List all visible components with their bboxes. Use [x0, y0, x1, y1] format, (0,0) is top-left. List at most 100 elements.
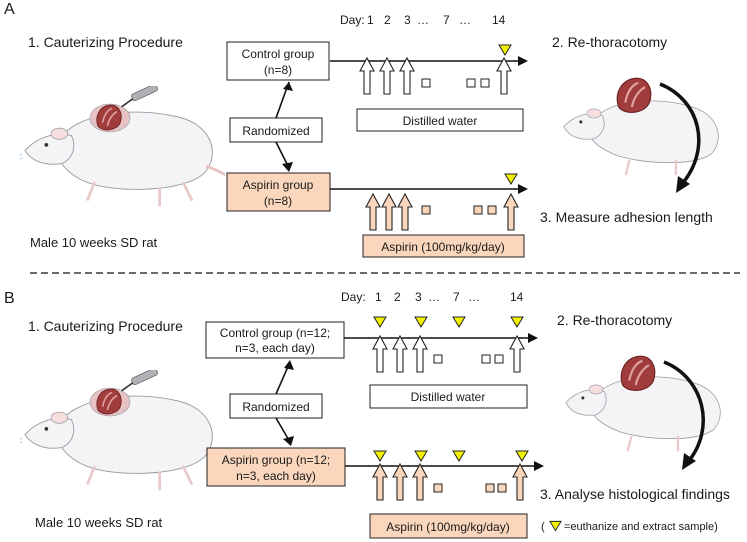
- treatment-arrow: [372, 463, 388, 501]
- treatment-day-square: [485, 483, 495, 493]
- euthanize-marker: [452, 316, 466, 328]
- step2-label-b: 2. Re-thoracotomy: [557, 312, 672, 328]
- rat-illustration-a: [20, 86, 225, 208]
- treatment-arrow: [392, 335, 408, 373]
- euthanize-marker: [498, 44, 512, 56]
- treatment-arrow: [503, 193, 519, 231]
- day-7-a: 7: [443, 13, 450, 27]
- day-dots-2-b: …: [468, 290, 480, 304]
- panel-letter-b: B: [4, 290, 15, 307]
- randomized-label-a: Randomized: [242, 124, 309, 138]
- aspirin-group-n-a: (n=8): [264, 194, 292, 208]
- control-group-n-b: n=3, each day): [235, 341, 315, 355]
- day-1-a: 1: [367, 13, 374, 27]
- day-14-b: 14: [510, 290, 524, 304]
- aspirin-group-n-b: n=3, each day): [236, 469, 316, 483]
- control-group-box-a: Control group (n=8): [226, 41, 330, 81]
- arrow-to-control-head-b: [284, 360, 294, 370]
- treatment-day-square: [421, 205, 431, 215]
- arrow-to-aspirin-head-b: [283, 436, 294, 446]
- euthanize-marker: [414, 450, 428, 462]
- day-1-b: 1: [375, 290, 382, 304]
- aspirin-timeline-b: [345, 450, 544, 501]
- euthanize-marker: [373, 316, 387, 328]
- treatment-arrow: [512, 463, 528, 501]
- treatment-day-square: [481, 354, 491, 364]
- day-2-a: 2: [384, 13, 391, 27]
- treatment-day-square: [466, 78, 476, 88]
- treatment-arrow: [412, 463, 428, 501]
- rethoracotomy-rat-b: [564, 354, 722, 470]
- day-2-b: 2: [394, 290, 401, 304]
- aspirin-group-box-a: Aspirin group (n=8): [226, 172, 331, 212]
- day-label-b: Day:: [341, 290, 366, 304]
- day-14-a: 14: [492, 13, 506, 27]
- aspirin-group-label-b: Aspirin group (n=12;: [222, 453, 330, 467]
- treatment-arrow: [372, 335, 388, 373]
- arrow-to-aspirin-head-a: [282, 162, 293, 172]
- treatment-arrow: [379, 57, 395, 95]
- treatment-day-square: [473, 205, 483, 215]
- control-timeline-a: [330, 44, 528, 95]
- distilled-water-box-b: Distilled water: [369, 384, 528, 409]
- panel-letter-a: A: [4, 1, 15, 18]
- randomized-box-b: Randomized: [229, 393, 323, 419]
- treatment-arrow: [365, 193, 381, 231]
- treatment-day-square: [480, 78, 490, 88]
- legend-triangle-icon: [549, 520, 562, 532]
- treatment-arrow: [509, 335, 525, 373]
- rat-caption-b: Male 10 weeks SD rat: [35, 515, 163, 530]
- day-3-b: 3: [415, 290, 422, 304]
- step2-label-a: 2. Re-thoracotomy: [552, 34, 667, 50]
- treatment-day-square: [421, 78, 431, 88]
- arrow-to-control-head-a: [283, 82, 293, 91]
- control-group-label-a: Control group: [242, 47, 315, 61]
- distilled-water-label-b: Distilled water: [411, 390, 486, 404]
- treatment-day-square: [487, 205, 497, 215]
- rat-caption-a: Male 10 weeks SD rat: [30, 235, 158, 250]
- day-header-a: Day: 1 2 3 … 7 … 14: [340, 13, 506, 27]
- aspirin-dose-box-b: Aspirin (100mg/kg/day): [369, 513, 528, 539]
- treatment-day-square: [433, 483, 443, 493]
- aspirin-dose-box-a: Aspirin (100mg/kg/day): [362, 234, 525, 258]
- distilled-water-box-a: Distilled water: [356, 108, 524, 132]
- legend-text: =euthanize and extract sample): [564, 521, 718, 533]
- euthanize-marker: [515, 450, 529, 462]
- euthanize-marker: [452, 450, 466, 462]
- step3-label-a: 3. Measure adhesion length: [540, 209, 713, 225]
- euthanize-marker: [414, 316, 428, 328]
- aspirin-timeline-a: [330, 173, 528, 231]
- legend-open-paren: (: [541, 521, 545, 533]
- aspirin-group-label-a: Aspirin group: [243, 178, 314, 192]
- procedure-title-a: 1. Cauterizing Procedure: [28, 34, 183, 50]
- treatment-day-square: [494, 354, 504, 364]
- treatment-arrow: [412, 335, 428, 373]
- treatment-arrow: [392, 463, 408, 501]
- day-3-a: 3: [404, 13, 411, 27]
- euthanize-marker: [373, 450, 387, 462]
- day-dots-1-a: …: [417, 13, 429, 27]
- treatment-arrow: [399, 57, 415, 95]
- legend: ( =euthanize and extract sample): [541, 520, 718, 533]
- day-header-b: Day: 1 2 3 … 7 … 14: [341, 290, 524, 304]
- control-group-box-b: Control group (n=12; n=3, each day): [205, 321, 345, 359]
- euthanize-marker: [504, 173, 518, 185]
- day-dots-1-b: …: [428, 290, 440, 304]
- control-group-label-b: Control group (n=12;: [220, 326, 330, 340]
- step3-label-b: 3. Analyse histological findings: [540, 486, 730, 502]
- rat-illustration-b: [20, 370, 225, 492]
- treatment-day-square: [433, 354, 443, 364]
- control-group-n-a: (n=8): [264, 63, 292, 77]
- distilled-water-label-a: Distilled water: [403, 114, 478, 128]
- aspirin-dose-label-b: Aspirin (100mg/kg/day): [386, 520, 509, 534]
- randomized-box-a: Randomized: [229, 117, 323, 143]
- control-timeline-b: [344, 316, 538, 373]
- day-7-b: 7: [453, 290, 460, 304]
- treatment-arrow: [397, 193, 413, 231]
- treatment-arrow: [359, 57, 375, 95]
- procedure-title-b: 1. Cauterizing Procedure: [28, 318, 183, 334]
- treatment-arrow: [496, 57, 512, 95]
- randomized-label-b: Randomized: [242, 400, 309, 414]
- day-dots-2-a: …: [459, 13, 471, 27]
- euthanize-marker: [510, 316, 524, 328]
